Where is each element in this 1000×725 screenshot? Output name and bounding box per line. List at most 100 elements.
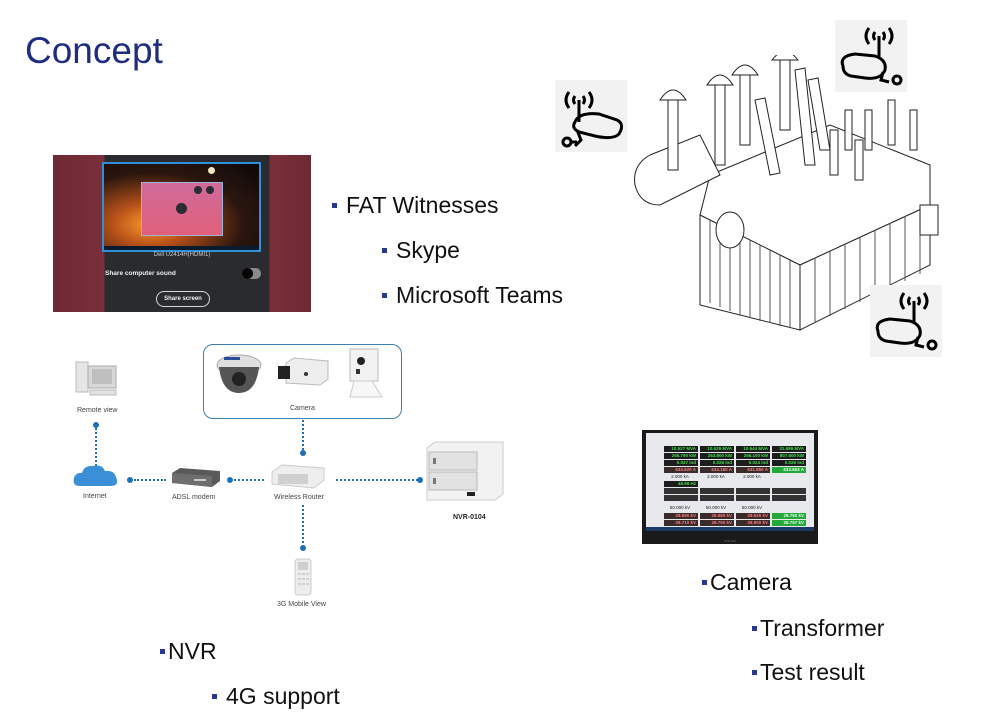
avatar-circle xyxy=(176,203,187,214)
readout-cell: 28.750 kV xyxy=(700,520,734,526)
adsl-modem-label: ADSL modem xyxy=(172,494,216,501)
bullet-nvr: NVR xyxy=(160,638,217,665)
bullet-4g-support: 4G support xyxy=(212,683,340,710)
nvr-label: NVR-0104 xyxy=(453,514,486,521)
empty-readout-cell xyxy=(700,495,734,501)
readout-cell: 49.99 Hz xyxy=(664,481,698,487)
share-screen-dialog-image: Dell U2414H(HDMI1) Share computer sound … xyxy=(53,155,311,312)
internet-cloud-icon xyxy=(73,465,118,486)
readout-cell: 633.653 A xyxy=(772,467,806,473)
remote-view-label: Remote view xyxy=(77,407,118,414)
bullet-marker xyxy=(332,203,337,208)
readout-cell: 28.757 kV xyxy=(772,520,806,526)
readout-cell: 28.792 kV xyxy=(772,513,806,519)
connection-node xyxy=(300,545,306,551)
readout-cell: 31.599 MVA xyxy=(772,446,806,452)
readout-cell: 2.000 kA xyxy=(743,474,761,479)
internet-label: Internet xyxy=(83,493,107,500)
readout-cell: 10.544 MVA xyxy=(736,446,770,452)
camera-group: Camera xyxy=(203,344,402,419)
monitor-brand: PHILIPS xyxy=(724,539,736,543)
readout-cell: 634.180 A xyxy=(700,467,734,473)
moon-graphic xyxy=(208,167,215,174)
readout-cell: 50.000 kV xyxy=(705,505,727,510)
readout-cell: 0.024 ind xyxy=(736,460,770,466)
readout-cell: 0.026 ind xyxy=(772,460,806,466)
readout-cell: 50.000 kV xyxy=(669,505,691,510)
readout-cell: 634.920 A xyxy=(664,467,698,473)
bullet-test-result: Test result xyxy=(752,659,865,686)
readout-cell: 631.860 A xyxy=(736,467,770,473)
taskbar xyxy=(104,246,259,250)
cube-camera-icon xyxy=(349,348,383,398)
connection-line xyxy=(302,505,304,543)
connection-line xyxy=(234,479,264,481)
mobile-phone-icon xyxy=(294,558,312,596)
connection-line xyxy=(336,479,422,481)
readout-cell: 28.660 kV xyxy=(700,513,734,519)
share-sound-label: Share computer sound xyxy=(105,270,176,277)
bullet-marker xyxy=(382,248,387,253)
readout-cell: 263.800 kW xyxy=(700,453,734,459)
bullet-marker xyxy=(752,670,757,675)
readout-cell: 0.026 ind xyxy=(700,460,734,466)
transformer-drawing xyxy=(634,55,939,331)
bullet-marker xyxy=(382,293,387,298)
connection-node xyxy=(300,450,306,456)
wireless-router-icon xyxy=(271,464,325,489)
wireless-camera-icon xyxy=(835,20,907,92)
remote-view-pc-icon xyxy=(75,361,117,396)
bullet-marker xyxy=(160,649,165,654)
share-sound-toggle[interactable] xyxy=(242,268,261,279)
bullet-fat-witnesses: FAT Witnesses xyxy=(332,192,499,219)
empty-readout-cell xyxy=(736,488,770,494)
monitor-taskbar xyxy=(646,527,814,531)
readout-cell: 2.000 kA xyxy=(671,474,689,479)
dome-camera-icon xyxy=(216,354,262,393)
wireless-router-label: Wireless Router xyxy=(274,494,324,501)
call-window-preview xyxy=(141,182,223,236)
empty-readout-cell xyxy=(772,495,806,501)
readout-cell: 28.625 kV xyxy=(736,513,770,519)
connection-node xyxy=(417,477,423,483)
avatar-circle xyxy=(206,186,214,194)
slide-title: Concept xyxy=(25,30,163,71)
connection-node xyxy=(93,422,99,428)
toggle-knob xyxy=(242,268,253,279)
connection-line xyxy=(302,420,304,450)
avatar-circle xyxy=(194,186,202,194)
readout-cell: 0.027 ind xyxy=(664,460,698,466)
camera-label: Camera xyxy=(290,405,315,412)
empty-readout-cell xyxy=(772,488,806,494)
box-camera-icon xyxy=(278,357,329,386)
bullet-skype: Skype xyxy=(382,237,460,264)
empty-readout-cell xyxy=(700,488,734,494)
mobile-view-label: 3G Mobile View xyxy=(277,601,326,608)
readout-cell: 266.100 kW xyxy=(736,453,770,459)
readout-cell: 10.529 MVA xyxy=(700,446,734,452)
network-diagram: Remote view Internet ADSL modem Wireless… xyxy=(60,340,540,620)
readout-cell: 28.710 kV xyxy=(664,520,698,526)
share-screen-button[interactable]: Share screen xyxy=(156,291,210,307)
bullet-microsoft-teams: Microsoft Teams xyxy=(382,282,563,309)
empty-readout-cell xyxy=(664,495,698,501)
bullet-marker xyxy=(702,580,707,585)
readout-cell: 807.600 kW xyxy=(772,453,806,459)
connection-line xyxy=(134,479,166,481)
empty-readout-cell xyxy=(664,488,698,494)
readout-cell: 50.000 kV xyxy=(741,505,763,510)
connection-line xyxy=(95,428,97,466)
readout-cell: 2.000 kA xyxy=(707,474,725,479)
readout-cell: 28.690 kV xyxy=(664,513,698,519)
connection-node xyxy=(127,477,133,483)
empty-readout-cell xyxy=(736,495,770,501)
readout-cell: 10.527 MVA xyxy=(664,446,698,452)
wireless-camera-icon xyxy=(555,80,627,152)
connection-node xyxy=(227,477,233,483)
bullet-camera: Camera xyxy=(702,569,792,596)
readout-cell: 265.790 kW xyxy=(664,453,698,459)
adsl-modem-icon xyxy=(172,468,220,487)
wireless-camera-icon xyxy=(870,285,942,357)
bullet-marker xyxy=(212,694,217,699)
